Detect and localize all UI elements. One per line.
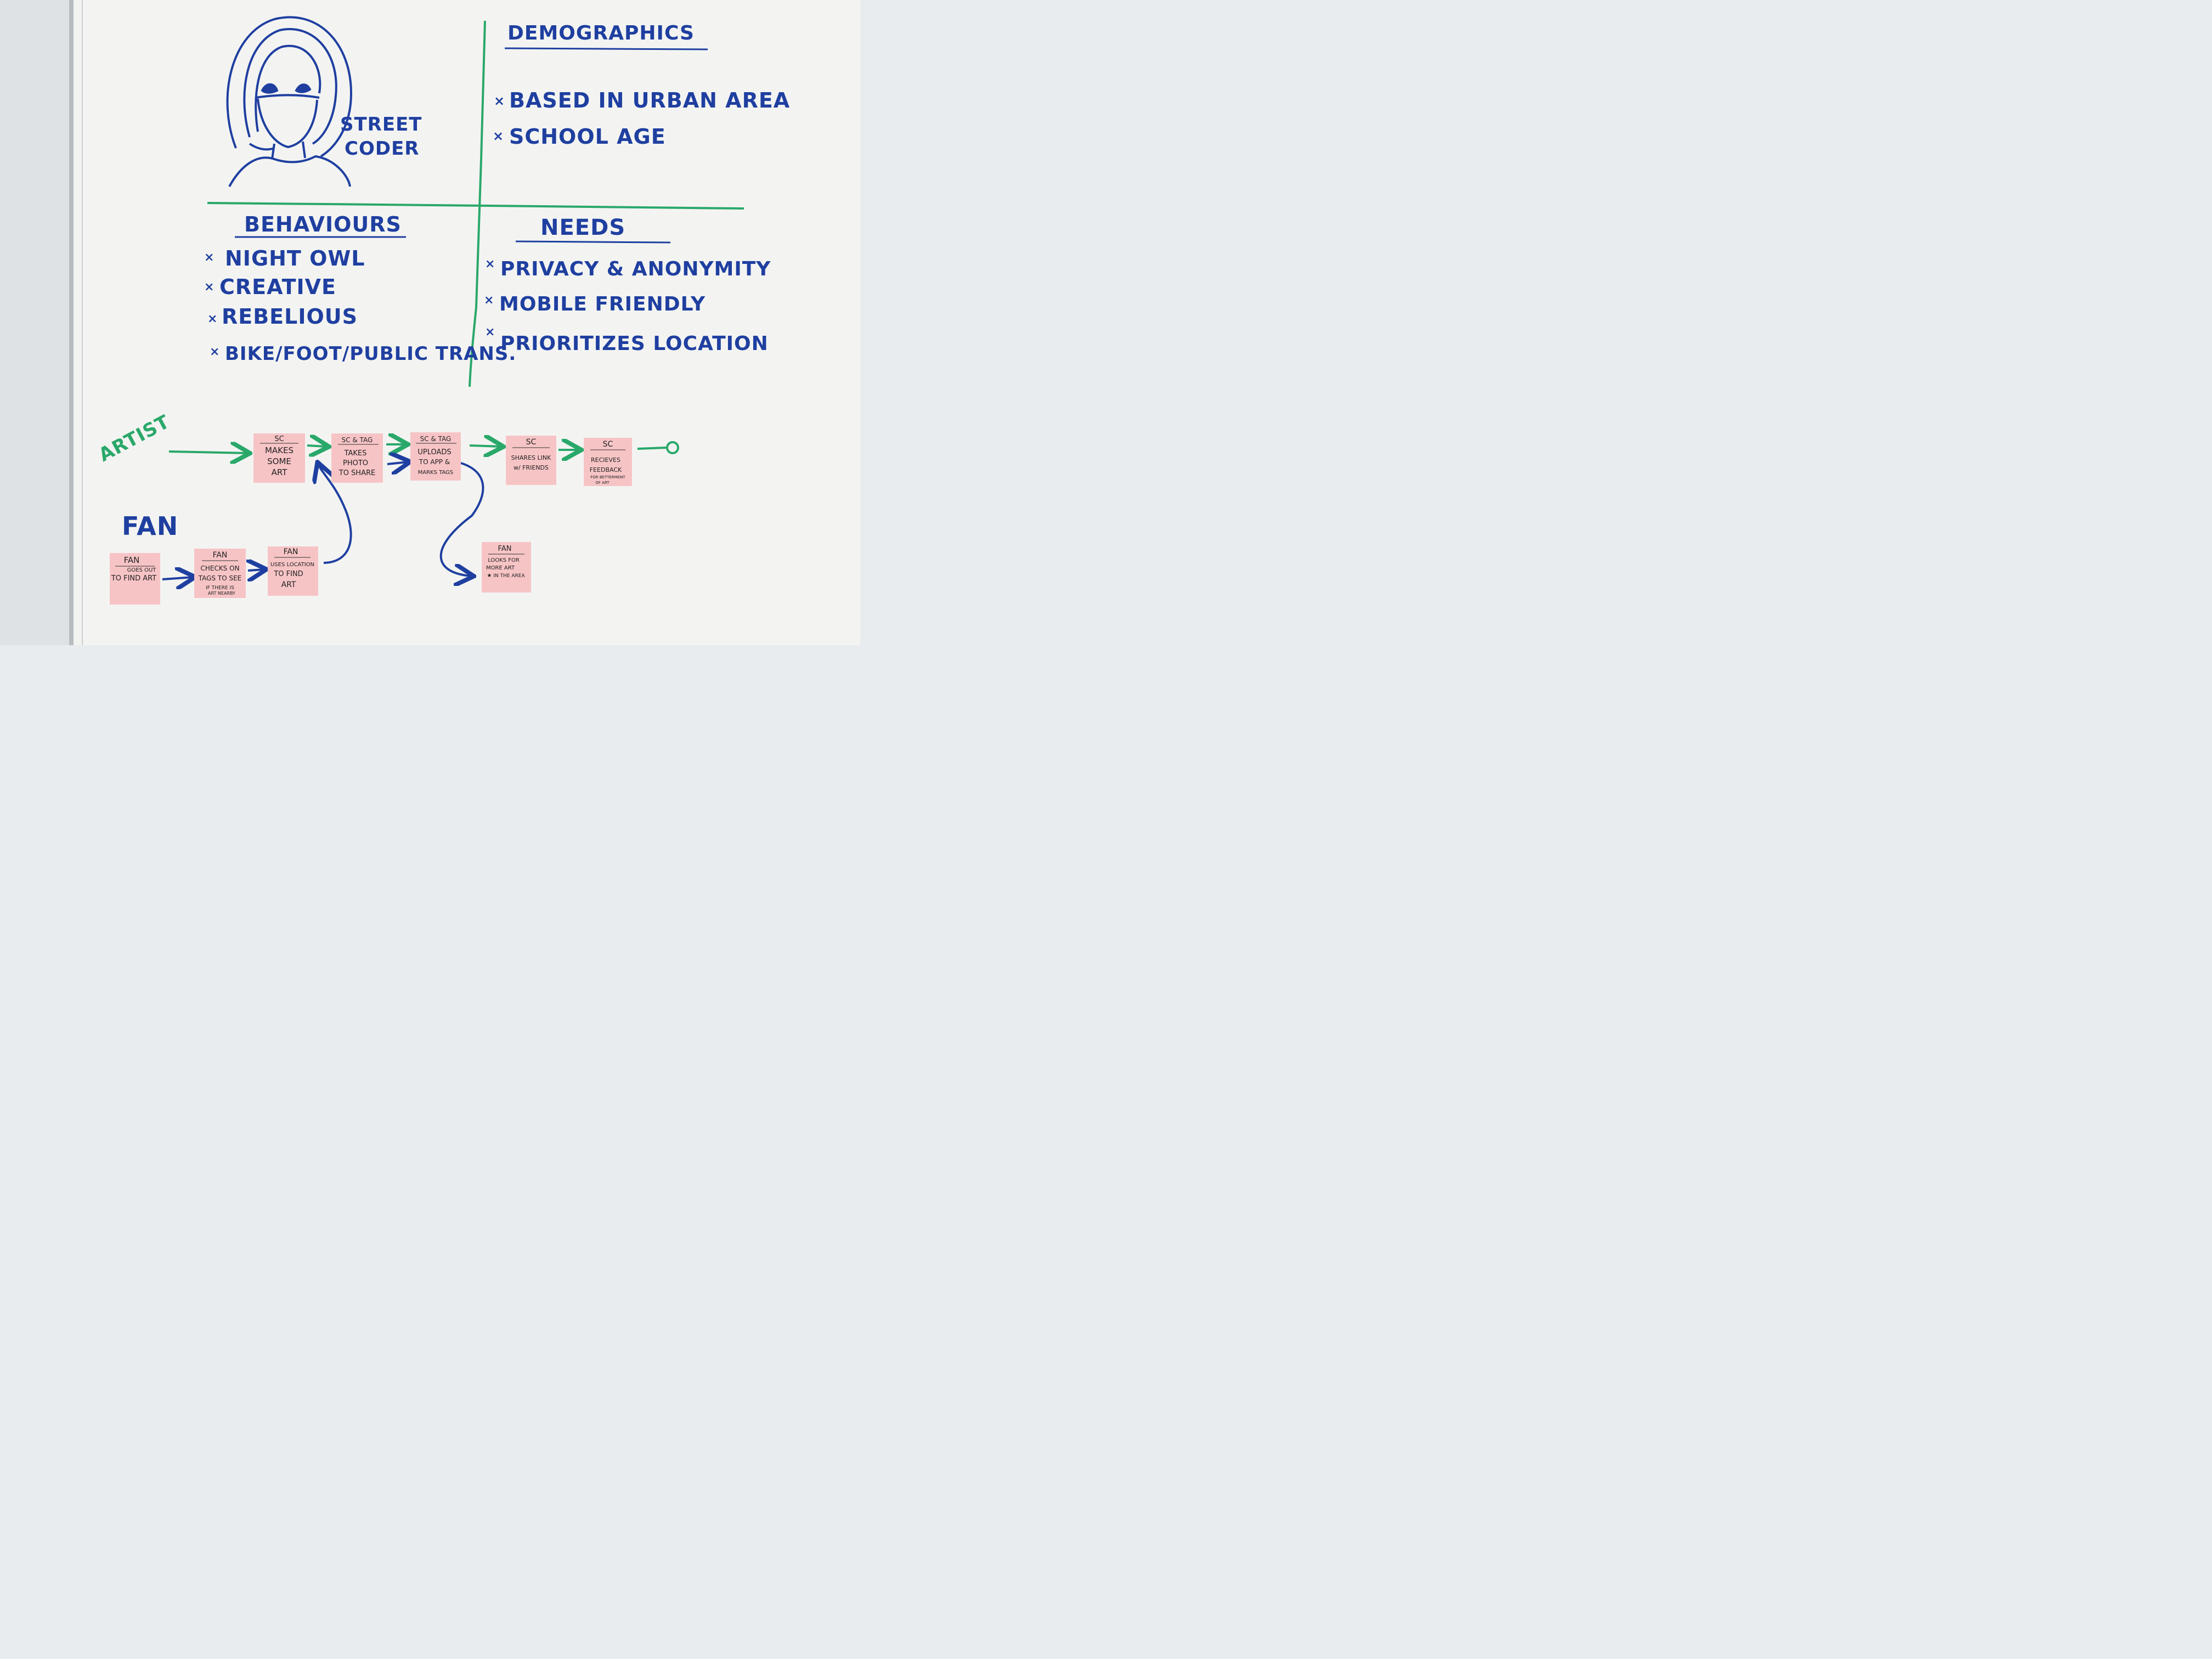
- fan-arrow: [162, 577, 193, 579]
- artist-arrow: [168, 452, 248, 453]
- note-header: SC & TAG: [420, 435, 452, 443]
- note-line: MAKES: [265, 445, 294, 455]
- demographics-item: SCHOOL AGE: [509, 125, 666, 149]
- fan-arrow: [387, 462, 408, 464]
- bullet-x: ×: [494, 93, 505, 109]
- note-line: TO APP &: [419, 458, 450, 466]
- behaviours-heading: BEHAVIOURS: [244, 212, 402, 236]
- note-line: GOES OUT: [127, 567, 157, 573]
- fan-to-artist-arrow: [318, 464, 352, 564]
- bullet-x: ×: [493, 128, 504, 144]
- note-line: w/ FRIENDS: [514, 464, 549, 471]
- note-header: FAN: [498, 545, 512, 553]
- note-line: TO FIND ART: [111, 574, 156, 583]
- bullet-x: ×: [484, 294, 494, 307]
- note-line: ART NEARBY: [208, 591, 235, 596]
- note-line: ART: [281, 580, 296, 589]
- note-header: SC: [603, 440, 613, 449]
- sticky-note: SC SHARES LINK w/ FRIENDS: [506, 436, 556, 485]
- needs-item: PRIORITIZES LOCATION: [500, 332, 769, 355]
- note-header: SC & TAG: [342, 436, 373, 444]
- note-header: FAN: [124, 555, 140, 565]
- bullet-x: ×: [207, 312, 218, 326]
- note-line: MORE ART: [486, 565, 515, 571]
- bullet-x: ×: [210, 345, 220, 359]
- needs-heading: NEEDS: [540, 215, 625, 240]
- note-header: FAN: [213, 551, 228, 560]
- artist-end-line: [637, 447, 667, 450]
- sticky-note: FAN LOOKS FOR MORE ART IN THE AREA ★: [482, 542, 531, 592]
- vertical-divider: [469, 20, 486, 387]
- note-line: LOOKS FOR: [488, 557, 520, 563]
- note-line: IF THERE IS: [206, 585, 234, 591]
- note-line: UPLOADS: [417, 448, 451, 456]
- sticky-note: SC & TAG TAKES PHOTO TO SHARE: [331, 433, 383, 483]
- sticky-note-paper: [253, 433, 305, 483]
- note-line: PHOTO: [343, 459, 368, 467]
- note-line: FOR BETTERMENT: [590, 475, 625, 479]
- note-line: TO SHARE: [338, 469, 375, 477]
- sticky-note: SC & TAG UPLOADS TO APP & MARKS TAGS: [410, 432, 461, 481]
- persona-hood-figure: [226, 16, 353, 187]
- upload-to-fan-arrow: [439, 462, 484, 576]
- whiteboard: [71, 0, 860, 645]
- sticky-note-paper: [506, 436, 556, 485]
- fan-arrow: [248, 569, 264, 571]
- note-line: TAKES: [344, 449, 367, 458]
- note-line: TAGS TO SEE: [198, 574, 242, 582]
- horizontal-divider: [207, 202, 744, 210]
- note-line: MARKS TAGS: [418, 470, 454, 476]
- sticky-note: FAN USES LOCATION TO FIND ART: [268, 546, 318, 596]
- note-header: FAN: [284, 548, 298, 556]
- note-line: TO FIND: [273, 570, 303, 578]
- sticky-note: FAN CHECKS ON TAGS TO SEE IF THERE IS AR…: [194, 549, 246, 598]
- note-line: RECIEVES: [591, 456, 620, 464]
- behaviours-item: REBELIOUS: [222, 304, 358, 329]
- fan-lane-label: FAN: [122, 511, 178, 541]
- sticky-note: FAN GOES OUT TO FIND ART: [110, 553, 160, 605]
- sticky-note-paper: [268, 546, 318, 596]
- needs-item: PRIVACY & ANONYMITY: [500, 258, 771, 280]
- artist-end-circle: [666, 441, 679, 454]
- note-line: USES LOCATION: [270, 562, 314, 568]
- bullet-x: ×: [204, 280, 215, 294]
- demographics-item: BASED IN URBAN AREA: [509, 88, 790, 112]
- artist-arrow: [307, 445, 327, 447]
- note-line: ART: [272, 467, 288, 477]
- sticky-note-paper: [410, 432, 461, 481]
- demographics-underline: [504, 47, 708, 50]
- persona-name-line1: STREET: [340, 114, 422, 136]
- note-line: CHECKS ON: [200, 565, 239, 572]
- persona-name-line2: CODER: [345, 138, 419, 160]
- bullet-x: ×: [485, 257, 495, 271]
- behaviours-item: BIKE/FOOT/PUBLIC TRANS.: [225, 343, 516, 365]
- bullet-x: ×: [485, 325, 495, 339]
- behaviours-item: CREATIVE: [219, 275, 336, 299]
- behaviours-item: NIGHT OWL: [225, 246, 365, 270]
- sticky-note-paper: [194, 549, 246, 598]
- sticky-note: SC MAKES SOME ART: [253, 433, 305, 483]
- demographics-heading: DEMOGRAPHICS: [507, 22, 695, 44]
- board-frame-left: [69, 0, 74, 645]
- note-line: OF ART: [595, 481, 610, 485]
- star-icon: ★: [487, 573, 492, 579]
- note-line: SHARES LINK: [511, 454, 551, 461]
- note-line: SOME: [267, 456, 291, 466]
- note-line: IN THE AREA: [493, 573, 525, 579]
- sticky-note-paper: [584, 438, 632, 486]
- needs-underline: [515, 240, 671, 244]
- sticky-note-paper: [110, 553, 160, 605]
- whiteboard-scene: STREET CODER DEMOGRAPHICS × BASED IN URB…: [0, 0, 860, 645]
- artist-arrow: [469, 445, 501, 447]
- note-line: FEEDBACK: [590, 466, 622, 473]
- note-header: SC: [274, 435, 284, 443]
- sticky-note-paper: [331, 433, 383, 483]
- needs-item: MOBILE FRIENDLY: [499, 293, 706, 315]
- note-header: SC: [526, 438, 537, 447]
- sticky-note-paper: [482, 542, 531, 592]
- bullet-x: ×: [204, 251, 215, 264]
- sticky-note: SC RECIEVES FEEDBACK FOR BETTERMENT OF A…: [584, 438, 632, 486]
